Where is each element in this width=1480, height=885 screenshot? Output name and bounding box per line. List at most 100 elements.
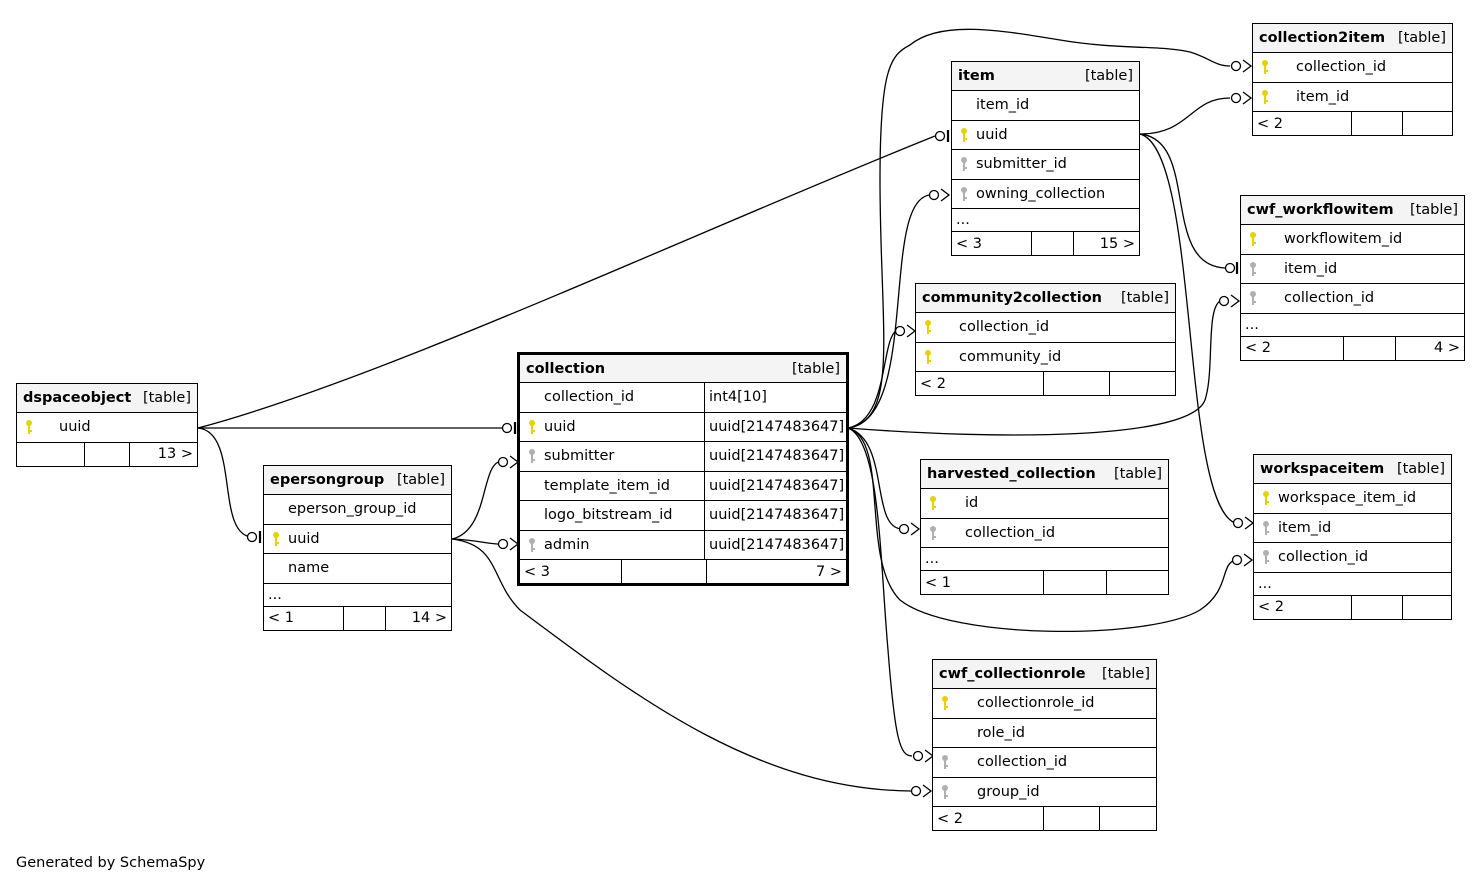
column-row[interactable]: collection_id: [916, 313, 1175, 343]
table-name: community2collection: [922, 290, 1102, 306]
column-row[interactable]: collectionrole_id: [933, 689, 1156, 719]
table-footer: < 2 4 >: [1241, 336, 1464, 360]
footer-mid: [343, 606, 385, 630]
column-name: uuid: [288, 530, 320, 547]
footer-right[interactable]: 13 >: [129, 442, 197, 466]
column-row[interactable]: community_id: [916, 343, 1175, 372]
footer-left[interactable]: < 1: [925, 574, 951, 591]
table-kind: [table]: [1397, 30, 1446, 46]
footer-right[interactable]: 14 >: [385, 606, 451, 630]
foreign-key-icon: [520, 448, 544, 464]
footer-left[interactable]: [17, 443, 84, 466]
column-row[interactable]: role_id: [933, 719, 1156, 748]
column-type: uuid[2147483647]: [704, 412, 846, 441]
column-row[interactable]: submitter_id: [952, 150, 1139, 180]
column-row[interactable]: workflowitem_id: [1241, 225, 1464, 255]
table-item[interactable]: item[table] item_id uuid submitter_id ow…: [951, 61, 1140, 256]
column-name: collectionrole_id: [977, 695, 1095, 712]
primary-key-icon: [1253, 59, 1277, 75]
primary-key-icon: [1254, 490, 1278, 506]
footer-left[interactable]: < 1: [268, 610, 294, 626]
column-row[interactable]: collection_id: [921, 519, 1168, 548]
footer-right: [1106, 571, 1168, 594]
foreign-key-icon: [933, 754, 957, 770]
generator-credit: Generated by SchemaSpy: [16, 855, 206, 871]
table-workspaceitem[interactable]: workspaceitem[table] workspace_item_id i…: [1253, 454, 1452, 620]
footer-right[interactable]: 7 >: [706, 560, 846, 583]
table-community2collection[interactable]: community2collection[table] collection_i…: [915, 283, 1176, 396]
primary-key-icon: [916, 349, 940, 365]
foreign-key-icon: [933, 784, 957, 800]
footer-left[interactable]: < 3: [524, 563, 550, 580]
column-row[interactable]: uuid: [264, 525, 451, 554]
table-cwf-collectionrole[interactable]: cwf_collectionrole [table] collectionrole…: [932, 659, 1157, 831]
table-harvested-collection[interactable]: harvested_collection[table] id collectio…: [920, 459, 1169, 595]
footer-left[interactable]: < 2: [937, 810, 963, 827]
footer-right: [1109, 372, 1175, 395]
column-name: role_id: [977, 724, 1025, 741]
column-row[interactable]: collection_id: [1241, 284, 1464, 314]
footer-right[interactable]: 15 >: [1073, 232, 1139, 255]
footer-right: [1402, 112, 1452, 135]
column-name: admin: [544, 536, 590, 553]
foreign-key-icon: [952, 186, 976, 202]
table-footer: < 2: [1253, 112, 1452, 135]
column-row[interactable]: uuid: [952, 121, 1139, 150]
footer-left[interactable]: < 2: [1258, 599, 1284, 615]
column-type: uuid[2147483647]: [704, 501, 846, 530]
column-row[interactable]: item_id: [1254, 514, 1451, 543]
footer-left[interactable]: < 2: [920, 375, 946, 392]
table-header: harvested_collection[table]: [921, 460, 1168, 489]
column-row[interactable]: collection_id: [1254, 543, 1451, 573]
column-row[interactable]: item_id: [952, 91, 1139, 121]
column-row[interactable]: uuid: [17, 413, 197, 443]
table-header: collection2item[table]: [1253, 24, 1452, 53]
table-cwf-workflowitem[interactable]: cwf_workflowitem[table] workflowitem_id …: [1240, 195, 1465, 361]
table-name: cwf_workflowitem: [1247, 202, 1394, 218]
column-name: item_id: [1284, 260, 1338, 277]
column-row[interactable]: collection_id: [1253, 53, 1452, 83]
foreign-key-icon: [1241, 290, 1265, 306]
column-row[interactable]: group_id: [933, 778, 1156, 807]
column-row[interactable]: admin uuid[2147483647]: [520, 530, 846, 560]
column-row[interactable]: item_id: [1241, 255, 1464, 284]
column-row[interactable]: workspace_item_id: [1254, 484, 1451, 514]
table-kind: [table]: [1101, 666, 1150, 682]
column-row[interactable]: id: [921, 489, 1168, 519]
table-name: cwf_collectionrole: [939, 666, 1086, 682]
column-name: collection_id: [965, 524, 1056, 541]
column-type: int4[10]: [704, 383, 846, 412]
table-name: collection: [526, 360, 606, 377]
column-row[interactable]: name: [264, 554, 451, 584]
footer-left[interactable]: < 3: [956, 235, 982, 252]
table-epersongroup[interactable]: epersongroup[table] eperson_group_id uui…: [263, 465, 452, 631]
table-dspaceobject[interactable]: dspaceobject[table] uuid 13 >: [16, 383, 198, 467]
column-row[interactable]: collection_id: [933, 748, 1156, 778]
footer-mid: [1031, 232, 1073, 255]
footer-left[interactable]: < 2: [1257, 115, 1283, 132]
more-columns: ...: [1254, 573, 1451, 596]
column-name: item_id: [976, 97, 1030, 114]
column-row[interactable]: item_id: [1253, 83, 1452, 112]
column-row[interactable]: eperson_group_id: [264, 495, 451, 525]
table-header: epersongroup[table]: [264, 466, 451, 495]
column-row[interactable]: owning_collection: [952, 180, 1139, 209]
column-type: uuid[2147483647]: [704, 530, 846, 559]
table-header: community2collection[table]: [916, 284, 1175, 313]
column-name: item_id: [1296, 88, 1350, 105]
footer-right[interactable]: 4 >: [1395, 336, 1464, 360]
column-name: item_id: [1278, 519, 1332, 536]
table-kind: [table]: [1409, 202, 1458, 218]
table-kind: [table]: [1084, 68, 1133, 84]
column-name: collection_id: [1284, 290, 1375, 307]
table-collection2item[interactable]: collection2item[table] collection_id ite…: [1252, 23, 1453, 136]
footer-left[interactable]: < 2: [1245, 340, 1271, 356]
more-columns: ...: [921, 548, 1168, 571]
table-footer: < 1 14 >: [264, 606, 451, 630]
